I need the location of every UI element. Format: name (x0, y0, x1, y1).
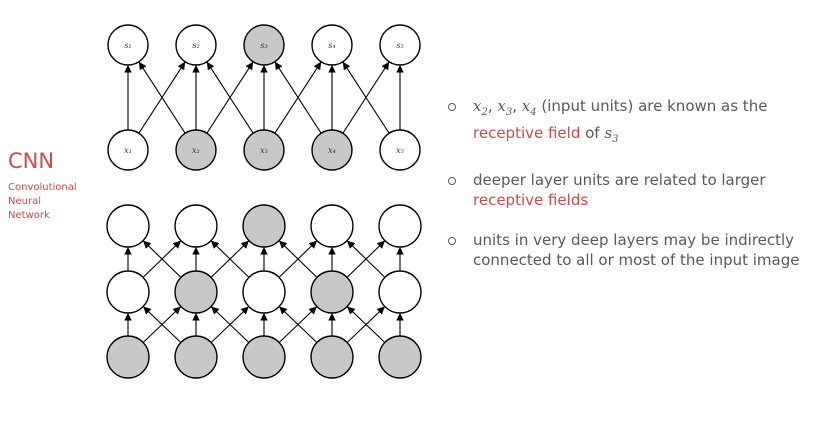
bottom-edge-arrow (142, 240, 182, 278)
math-var: s3 (604, 124, 619, 145)
output-node-label: s₄ (328, 41, 335, 50)
bullet-accent-text: receptive fields (473, 191, 589, 209)
layer-node (106, 335, 150, 379)
layer-node (174, 204, 218, 248)
input-node (311, 129, 353, 171)
bottom-edge-arrow (210, 306, 250, 343)
cnn-subtitle-line: Convolutional (8, 182, 77, 193)
layer-node (310, 204, 354, 248)
bullet-circle-icon (448, 237, 456, 245)
top-edge-arrow (138, 61, 186, 134)
output-node (243, 24, 285, 66)
bullet-item: x2, x3, x4 (input units) are known as th… (448, 96, 820, 150)
layer-node (378, 270, 422, 314)
output-node (175, 24, 217, 66)
bullet-circle-icon (448, 103, 456, 111)
output-node (107, 24, 149, 66)
cnn-subtitle: Convolutional Neural Network (8, 181, 77, 223)
input-node-label: x₄ (328, 146, 336, 155)
bottom-edge-arrow (210, 240, 250, 278)
bullet-text: (input units) are known as the (536, 97, 768, 115)
bullet-item: deeper layer units are related to larger… (448, 170, 820, 210)
layer-node (378, 335, 422, 379)
layer-node (242, 204, 286, 248)
input-node (243, 129, 285, 171)
bottom-edge-arrow (278, 240, 318, 278)
input-node (379, 129, 421, 171)
bottom-edge-arrow (278, 306, 318, 343)
layer-node (310, 335, 354, 379)
output-node (311, 24, 353, 66)
output-node (379, 24, 421, 66)
cnn-diagram: s₁ x₁ s₂ x₂ s₃ x₃ s₄ x₄ s₅ x₅ (106, 24, 422, 379)
bullet-accent-text: receptive field (473, 124, 581, 142)
cnn-title: CNN (8, 149, 55, 173)
output-node-label: s₂ (192, 41, 199, 50)
layer-node (242, 335, 286, 379)
input-node (107, 129, 149, 171)
bottom-diagram-edges (124, 240, 404, 343)
output-node-label: s₅ (396, 41, 404, 50)
bullet-text: deeper layer units are related to larger (473, 171, 766, 189)
top-edge-arrow (206, 61, 254, 134)
layer-node (174, 270, 218, 314)
bottom-edge-arrow (346, 240, 386, 278)
input-node-label: x₅ (396, 146, 405, 155)
math-var: x4 (521, 97, 537, 118)
bullet-text: units in very deep layers may be indirec… (473, 231, 800, 269)
input-node (175, 129, 217, 171)
math-var: x2 (473, 97, 488, 118)
layer-node (242, 270, 286, 314)
bullet-text: of (580, 124, 605, 142)
output-node-label: s₃ (260, 41, 267, 50)
bullet-item: units in very deep layers may be indirec… (448, 230, 820, 270)
layer-node (106, 204, 150, 248)
bottom-diagram-nodes (106, 204, 422, 379)
layer-node (310, 270, 354, 314)
input-node-label: x₃ (260, 146, 268, 155)
layer-node (378, 204, 422, 248)
top-diagram-edges (124, 61, 404, 134)
layer-node (106, 270, 150, 314)
bullet-list: x2, x3, x4 (input units) are known as th… (448, 96, 820, 290)
input-node-label: x₂ (192, 146, 200, 155)
top-diagram-nodes: s₁ x₁ s₂ x₂ s₃ x₃ s₄ x₄ s₅ x₅ (107, 24, 421, 171)
math-var: x3 (497, 97, 513, 118)
bullet-circle-icon (448, 177, 456, 185)
bottom-edge-arrow (142, 306, 182, 343)
bottom-edge-arrow (346, 306, 386, 343)
cnn-subtitle-line: Neural (8, 196, 41, 207)
input-node-label: x₁ (124, 146, 132, 155)
layer-node (174, 335, 218, 379)
top-edge-arrow (342, 61, 390, 134)
cnn-subtitle-line: Network (8, 210, 50, 221)
output-node-label: s₁ (124, 41, 131, 50)
top-edge-arrow (274, 61, 322, 134)
